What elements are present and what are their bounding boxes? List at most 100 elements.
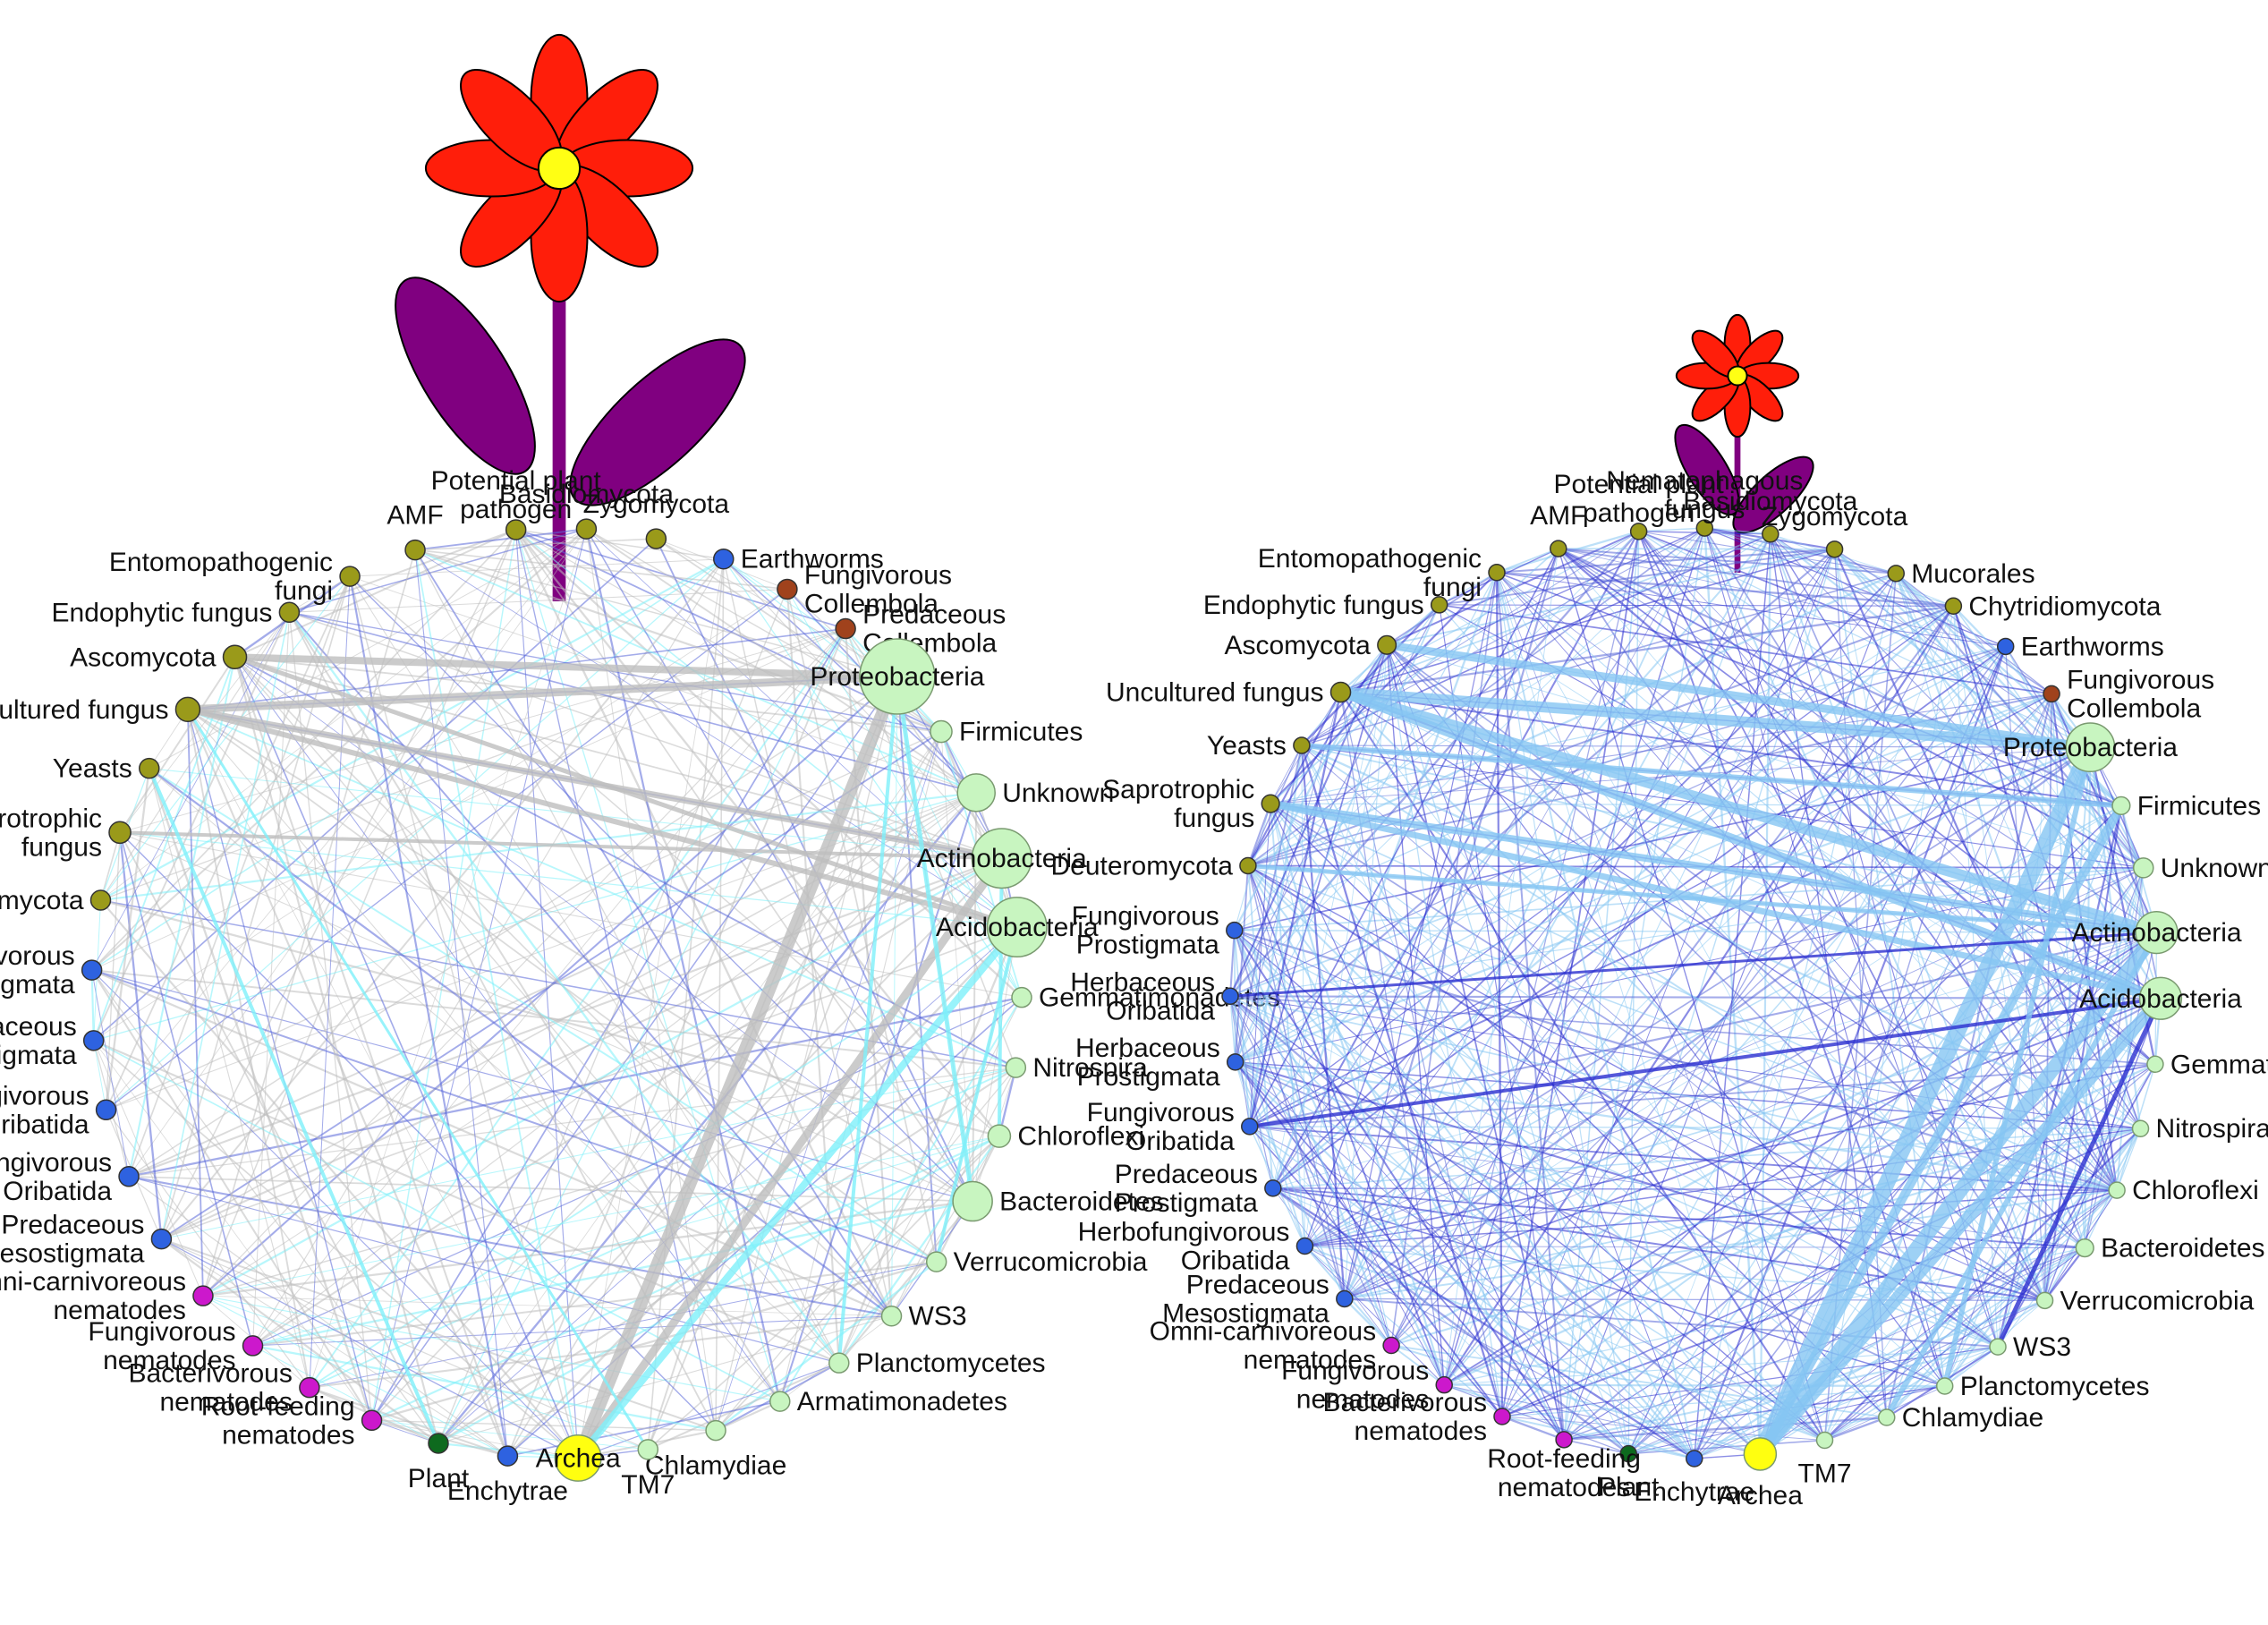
network-edge bbox=[1272, 1187, 1629, 1455]
network-edge bbox=[1386, 644, 1445, 1385]
network-edge bbox=[1895, 573, 2157, 933]
network-edge bbox=[1272, 1187, 2118, 1191]
node-circle bbox=[1825, 540, 1844, 558]
network-edge bbox=[252, 1200, 973, 1348]
network-edge bbox=[252, 1315, 892, 1347]
network-edge bbox=[1439, 604, 2052, 695]
network-edge bbox=[234, 529, 517, 659]
node-circle bbox=[1629, 523, 1648, 540]
network-edge bbox=[1247, 864, 1695, 1459]
network-edge bbox=[309, 1314, 892, 1389]
node-circle bbox=[1336, 1289, 1354, 1308]
node-circle bbox=[1239, 856, 1257, 875]
node-circle bbox=[1989, 1338, 2007, 1356]
network-edge bbox=[1304, 1246, 1695, 1459]
network-edge bbox=[1386, 644, 2118, 1191]
node-chloroflexi: Chloroflexi bbox=[2108, 1176, 2259, 1205]
node-circle bbox=[777, 578, 798, 600]
network-edge bbox=[1304, 1245, 1825, 1442]
network-edge bbox=[161, 857, 1003, 1240]
node-label: Archea bbox=[1718, 1481, 1803, 1510]
network-edge bbox=[370, 676, 898, 1421]
node-label: Chytridiomycota bbox=[1968, 591, 2161, 621]
network-edge bbox=[289, 611, 942, 733]
network-edge bbox=[1304, 997, 2162, 1247]
network-edge bbox=[515, 529, 724, 560]
node-unknown: Unknown bbox=[2132, 854, 2268, 883]
network-edge-strong bbox=[1754, 991, 2167, 1460]
node-circle bbox=[1887, 565, 1905, 583]
node-firmicutes: Firmicutes bbox=[930, 718, 1083, 747]
network-edge bbox=[1270, 803, 1392, 1346]
network-edge-strong bbox=[1941, 744, 2094, 1390]
network-edge bbox=[1694, 1246, 2085, 1459]
node-label: Basidiomycota bbox=[499, 480, 674, 509]
network-edge bbox=[414, 549, 942, 733]
network-edge bbox=[1627, 746, 2091, 1454]
network-edge bbox=[1444, 1383, 1945, 1388]
network-edge-strong bbox=[934, 925, 1019, 1264]
network-edge bbox=[119, 832, 254, 1347]
node-label: Armatimonadetes bbox=[797, 1387, 1007, 1417]
node-circle bbox=[2108, 1181, 2126, 1199]
network-edge bbox=[251, 857, 1003, 1347]
network-edge bbox=[1229, 995, 1695, 1459]
network-edge bbox=[1229, 995, 1999, 1348]
node-circle bbox=[2132, 857, 2154, 879]
network-edge bbox=[1249, 1126, 1565, 1441]
node-actinobacteria: Actinobacteria bbox=[2071, 911, 2242, 955]
network-edge bbox=[349, 575, 1000, 1137]
node-label: Endophytic fungus bbox=[52, 598, 273, 627]
network-edge bbox=[1340, 692, 1888, 1418]
network-edge-strong bbox=[1336, 687, 2165, 1003]
network-edge-strong bbox=[1752, 739, 2099, 1462]
network-edge bbox=[1304, 1246, 1445, 1385]
node-circle bbox=[859, 638, 936, 715]
network-edge bbox=[1558, 548, 2157, 933]
network-edge bbox=[288, 611, 717, 1431]
network-edge bbox=[1824, 1416, 1888, 1442]
node-circle bbox=[835, 617, 856, 640]
node-circle bbox=[1226, 1053, 1244, 1071]
flower-leaf-right bbox=[1732, 455, 1814, 534]
node-circle bbox=[222, 644, 248, 670]
network-edge bbox=[202, 1200, 973, 1297]
node-label: Enchytrae bbox=[447, 1476, 568, 1506]
network-edge bbox=[1229, 996, 1392, 1346]
network-edge bbox=[187, 709, 373, 1421]
network-edge bbox=[1233, 930, 1346, 1299]
node-label: Actinobacteria bbox=[917, 844, 1087, 873]
network-edge bbox=[1229, 995, 1762, 1455]
node-deuteromycota: Deuteromycota bbox=[1050, 851, 1257, 881]
network-edge bbox=[1339, 692, 1445, 1385]
node-tm7: TM7 bbox=[1798, 1431, 1852, 1489]
network-edge bbox=[349, 575, 579, 1459]
node-circle bbox=[1815, 1431, 1834, 1450]
network-edge bbox=[437, 628, 846, 1444]
network-edge bbox=[187, 709, 204, 1297]
node-circle bbox=[278, 601, 301, 624]
network-edge-strong bbox=[147, 766, 440, 1445]
node-zygomycota: Zygomycota bbox=[583, 489, 729, 549]
network-edge bbox=[1501, 1346, 1999, 1417]
node-label: Earthworms bbox=[741, 545, 884, 574]
network-edge bbox=[1627, 1299, 2045, 1455]
node-label: Endophytic fungus bbox=[1203, 591, 1424, 620]
node-yeasts: Yeasts bbox=[53, 754, 160, 784]
network-edge bbox=[202, 1136, 999, 1297]
node-label: Basidiomycota bbox=[1683, 487, 1857, 516]
network-edge bbox=[1247, 864, 2118, 1191]
node-circle bbox=[2146, 1055, 2164, 1074]
